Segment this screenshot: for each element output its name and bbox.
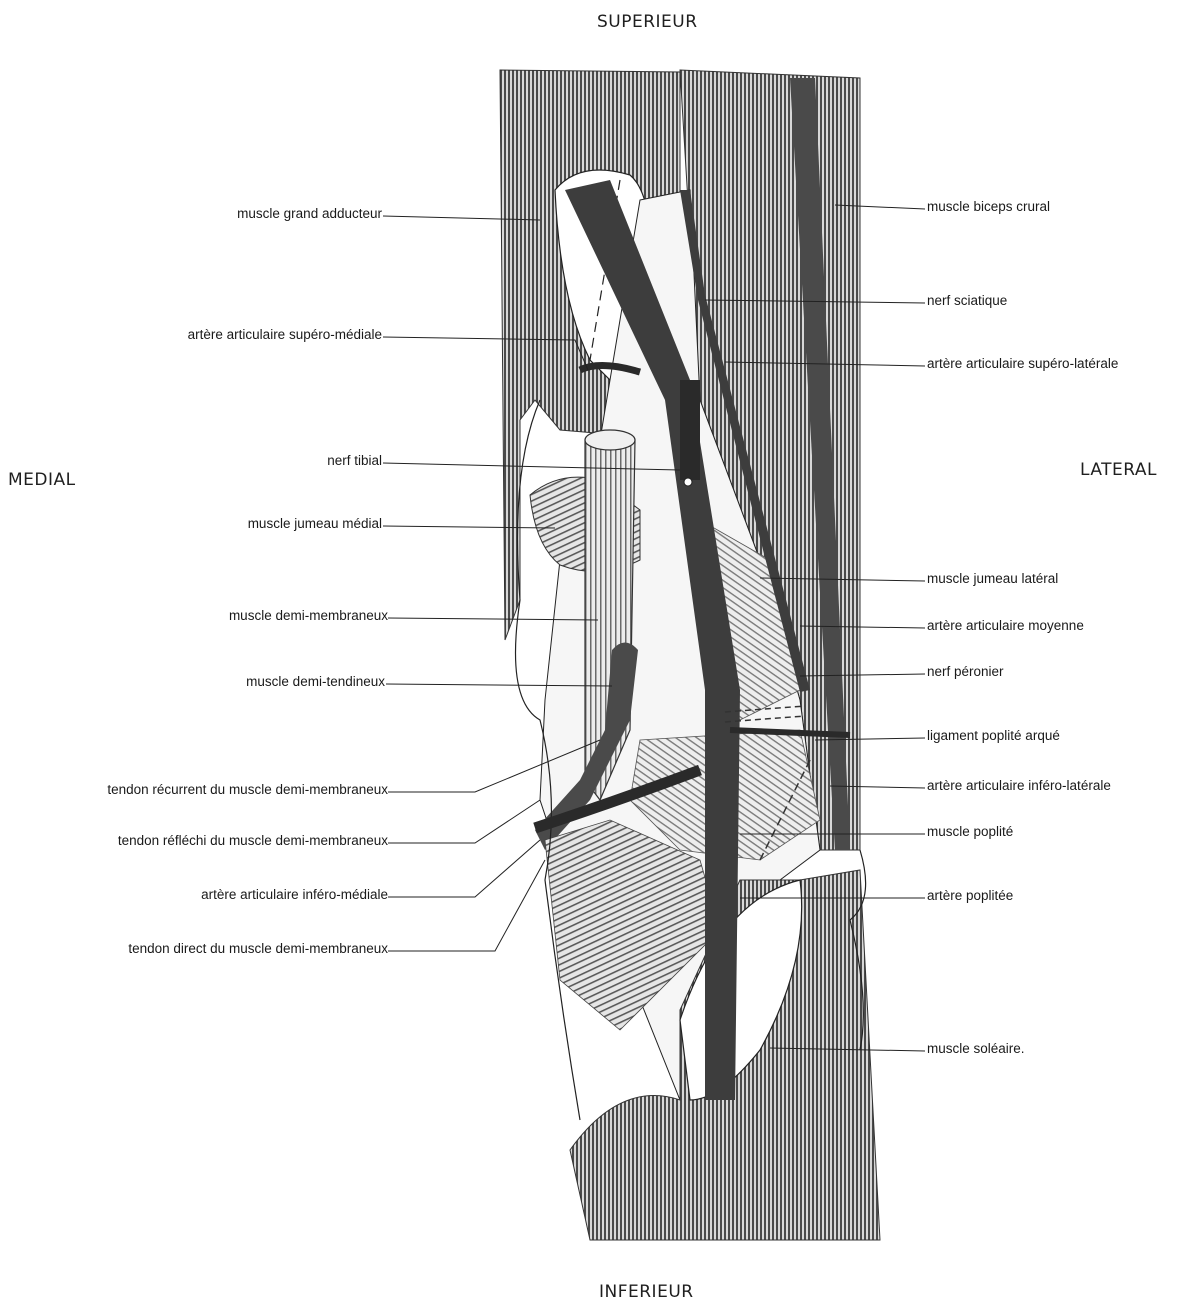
label-nerf-tibial: nerf tibial <box>327 453 382 468</box>
label-nerf-sciatique: nerf sciatique <box>927 293 1007 308</box>
label-tendon-recurrent: tendon récurrent du muscle demi-membrane… <box>107 782 388 797</box>
label-muscle-jumeau-lateral: muscle jumeau latéral <box>927 571 1058 586</box>
label-artere-articulaire-supero-laterale: artère articulaire supéro-latérale <box>927 356 1118 371</box>
artere-poplitee-shape <box>680 380 700 480</box>
label-muscle-grand-adducteur: muscle grand adducteur <box>237 206 382 221</box>
label-artere-articulaire-infero-mediale: artère articulaire inféro-médiale <box>201 887 388 902</box>
label-muscle-demi-tendineux: muscle demi-tendineux <box>246 674 385 689</box>
label-artere-articulaire-moyenne: artère articulaire moyenne <box>927 618 1084 633</box>
label-muscle-poplite: muscle poplité <box>927 824 1013 839</box>
label-muscle-biceps-crural: muscle biceps crural <box>927 199 1050 214</box>
label-tendon-reflechi: tendon réfléchi du muscle demi-membraneu… <box>118 833 388 848</box>
label-ligament-poplite-arque: ligament poplité arqué <box>927 728 1060 743</box>
label-tendon-direct: tendon direct du muscle demi-membraneux <box>128 941 388 956</box>
label-muscle-demi-membraneux: muscle demi-membraneux <box>229 608 388 623</box>
label-muscle-jumeau-medial: muscle jumeau médial <box>248 516 382 531</box>
label-artere-articulaire-infero-laterale: artère articulaire inféro-latérale <box>927 778 1111 793</box>
label-muscle-soleaire: muscle soléaire. <box>927 1041 1025 1056</box>
label-artere-articulaire-supero-mediale: artère articulaire supéro-médiale <box>188 327 382 342</box>
label-nerf-peronier: nerf péronier <box>927 664 1004 679</box>
label-artere-poplitee: artère poplitée <box>927 888 1013 903</box>
